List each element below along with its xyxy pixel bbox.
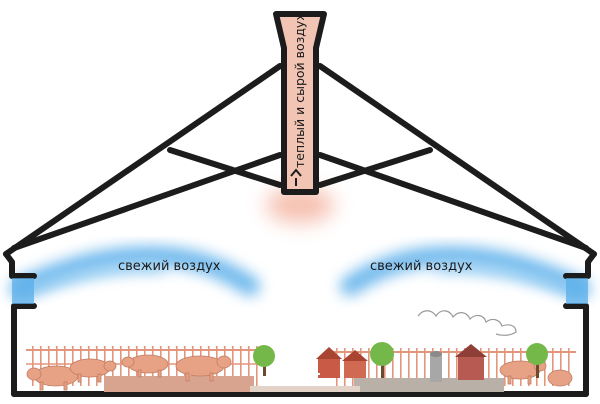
truss-left-brace (167, 147, 283, 188)
tree-icon (253, 342, 548, 378)
white-fence (272, 370, 320, 384)
floor-right (354, 378, 504, 392)
left-wall-lower (11, 303, 37, 397)
warm-air-glow (266, 187, 334, 223)
chimney (273, 11, 327, 195)
fresh-air-stream-icon (340, 245, 590, 298)
fresh-air-label-left: свежий воздух (118, 259, 221, 274)
smoke-wisp (417, 310, 517, 336)
fresh-air-stream-icon (10, 245, 260, 298)
walls (3, 251, 597, 397)
left-vent-opening (12, 278, 34, 304)
warm-air-label: теплый и сырой воздух (292, 13, 307, 168)
left-wall-upper (3, 251, 37, 279)
roof-left-outer (3, 63, 283, 257)
floor-left (104, 376, 254, 392)
truss-left-diagonal (11, 152, 283, 251)
right-vent-opening (566, 278, 588, 304)
fresh-air-right (340, 245, 590, 298)
pig-icon (26, 354, 573, 391)
truss-right-diagonal (317, 152, 589, 251)
barn-icon (316, 344, 487, 380)
truss-right-brace (317, 147, 433, 188)
farm-scene-icon (26, 342, 576, 392)
right-wall-lower (563, 303, 589, 397)
roof-structure (3, 63, 597, 257)
fresh-air-left (10, 245, 260, 298)
fresh-air-label-right: свежий воздух (370, 259, 473, 274)
right-wall-upper (563, 251, 597, 279)
roof-right-outer (317, 63, 597, 257)
warm-air-arrow-icon (290, 168, 302, 186)
silo-icon (430, 351, 442, 382)
